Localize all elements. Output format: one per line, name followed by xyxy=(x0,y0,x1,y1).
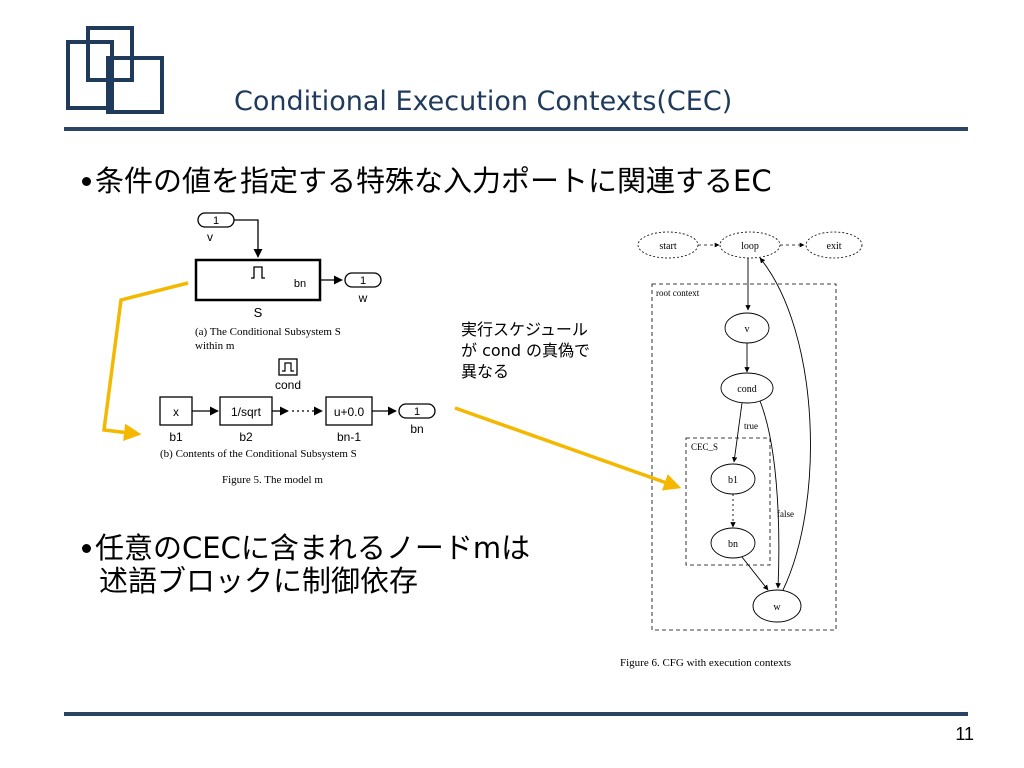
edge-false-label: false xyxy=(777,509,794,519)
figure-6-caption: Figure 6. CFG with execution contexts xyxy=(620,657,791,669)
node-bn xyxy=(710,527,756,559)
block-b2-text: 1/sqrt xyxy=(231,405,262,419)
page-number: 11 xyxy=(955,724,974,744)
edge-w-loop xyxy=(759,257,811,591)
inport-v-label: v xyxy=(207,230,213,244)
bullet-2-line-2: 述語ブロックに制御依存 xyxy=(99,564,419,598)
outport-bn-label: bn xyxy=(410,422,423,436)
page-title: Conditional Execution Contexts(CEC) xyxy=(234,86,733,117)
root-context-box xyxy=(651,283,837,631)
edge-true-label: true xyxy=(744,421,758,431)
node-v-label: v xyxy=(745,324,750,335)
root-context-label: root context xyxy=(656,288,700,298)
title-rule xyxy=(64,127,968,131)
bullet-1-text: 条件の値を指定する特殊な入力ポートに関連するEC xyxy=(95,164,772,198)
figure-6: start loop exit root context v cond CEC_… xyxy=(620,231,863,669)
subsystem-label: S xyxy=(254,305,263,320)
outport-w-num: 1 xyxy=(360,275,366,287)
node-w xyxy=(752,589,802,623)
node-cond xyxy=(720,372,774,404)
edge-v-s xyxy=(234,219,263,258)
annotation-line-1: 実行スケジュール xyxy=(461,320,588,339)
node-loop-label: loop xyxy=(741,241,759,252)
block-b1-text: x xyxy=(173,405,179,419)
block-b2-label: b2 xyxy=(239,430,253,444)
bullet-dot xyxy=(82,543,91,553)
node-w-label: w xyxy=(773,602,781,613)
annotation-text: 実行スケジュール が cond の真偽で 異なる xyxy=(461,319,656,382)
arrow-top-to-bottom xyxy=(102,281,189,442)
annotation-line-2: が cond の真偽で xyxy=(461,341,591,360)
inport-v-num: 1 xyxy=(213,215,219,227)
node-b1-label: b1 xyxy=(728,475,738,486)
caption-a-line-1: (a) The Conditional Subsystem S xyxy=(195,326,341,338)
node-exit-label: exit xyxy=(827,241,842,252)
outport-bn-num: 1 xyxy=(414,406,420,418)
bullet-1: 条件の値を指定する特殊な入力ポートに関連するEC xyxy=(82,165,772,198)
outport-w-label: w xyxy=(358,291,368,305)
edge-cond-w xyxy=(759,400,781,589)
outport-w xyxy=(344,272,382,288)
arrow-to-cec xyxy=(454,406,682,491)
block-b1-label: b1 xyxy=(169,430,183,444)
bullet-dot xyxy=(82,176,91,186)
edge-cond-b1 xyxy=(731,402,743,463)
edge-bn-w xyxy=(741,556,769,591)
block-bn-1-text: u+0.0 xyxy=(334,405,365,419)
cec-box xyxy=(685,437,771,566)
block-bn-1-label: bn-1 xyxy=(337,430,361,444)
node-start-label: start xyxy=(659,241,676,252)
caption-a-line-2: within m xyxy=(195,340,235,352)
cec-label: CEC_S xyxy=(691,442,718,452)
bullet-2: 任意のCECに含まれるノードmは 述語ブロックに制御依存 xyxy=(82,532,530,598)
bullet-2-line-1: 任意のCECに含まれるノードmは xyxy=(95,531,531,565)
node-cond-label: cond xyxy=(737,384,756,395)
caption-b: (b) Contents of the Conditional Subsyste… xyxy=(160,448,357,460)
node-bn-label: bn xyxy=(728,539,738,550)
node-exit xyxy=(805,231,863,259)
pulse-icon xyxy=(251,266,265,279)
cond-label: cond xyxy=(275,378,301,392)
subsystem-out-port: bn xyxy=(294,278,306,290)
annotation-line-3: 異なる xyxy=(461,362,510,381)
outport-bn xyxy=(398,403,436,419)
pulse-icon xyxy=(282,362,294,372)
block-b1 xyxy=(159,396,193,426)
footer-rule xyxy=(64,712,968,716)
figure-5: 1 v bn S 1 w (a) The Conditional Subsyst… xyxy=(159,212,436,486)
figure-5-caption: Figure 5. The model m xyxy=(222,474,323,486)
logo-icon xyxy=(66,26,164,114)
